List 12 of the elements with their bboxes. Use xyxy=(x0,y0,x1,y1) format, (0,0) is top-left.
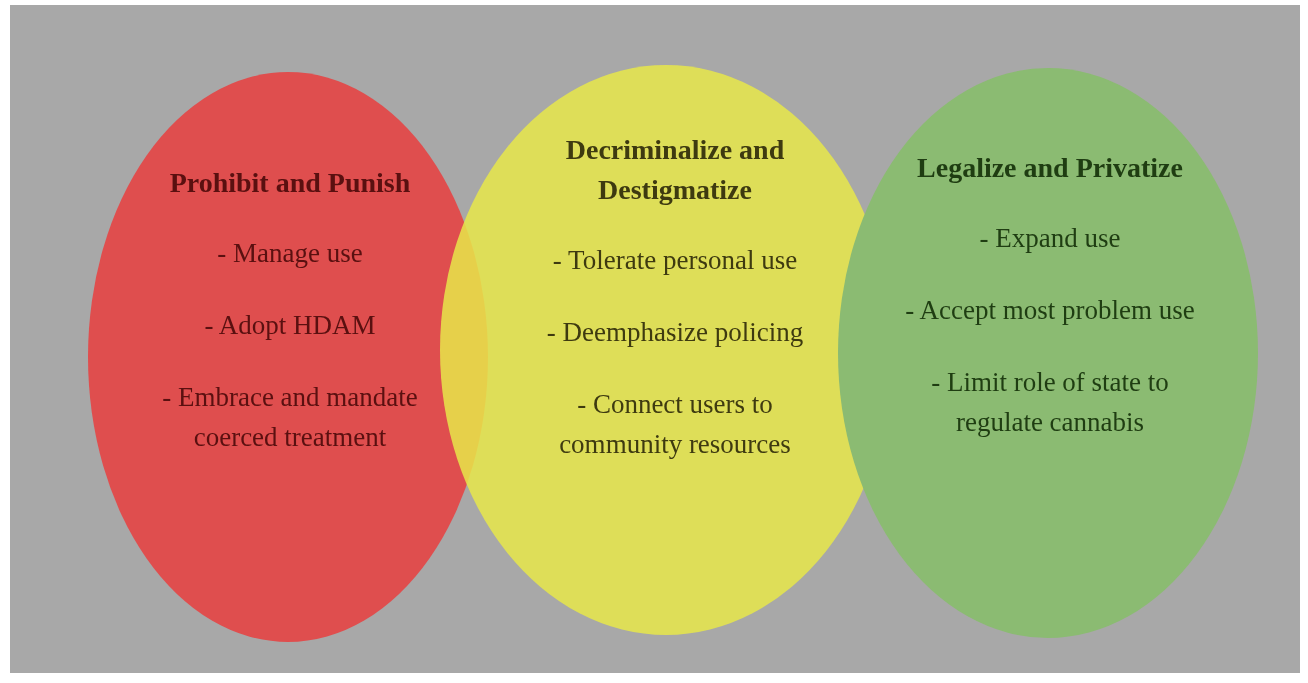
bullet-point: - Adopt HDAM xyxy=(203,309,377,342)
section-heading: Decriminalize and Destigmatize xyxy=(564,133,786,207)
bullet-point: - Expand use xyxy=(978,222,1122,255)
bullet-point: - Embrace and mandate coerced treatment xyxy=(161,381,419,454)
bullet-point: - Accept most problem use xyxy=(904,294,1196,327)
bullet-point: - Tolerate personal use xyxy=(551,244,799,277)
section-heading: Legalize and Privatize xyxy=(916,151,1184,185)
section-heading: Prohibit and Punish xyxy=(168,166,412,200)
bullet-point: - Deemphasize policing xyxy=(545,316,805,349)
bullet-point: - Connect users to community resources xyxy=(558,388,792,461)
bullet-point: - Limit role of state to regulate cannabis xyxy=(930,366,1170,439)
bullet-point: - Manage use xyxy=(216,237,364,270)
